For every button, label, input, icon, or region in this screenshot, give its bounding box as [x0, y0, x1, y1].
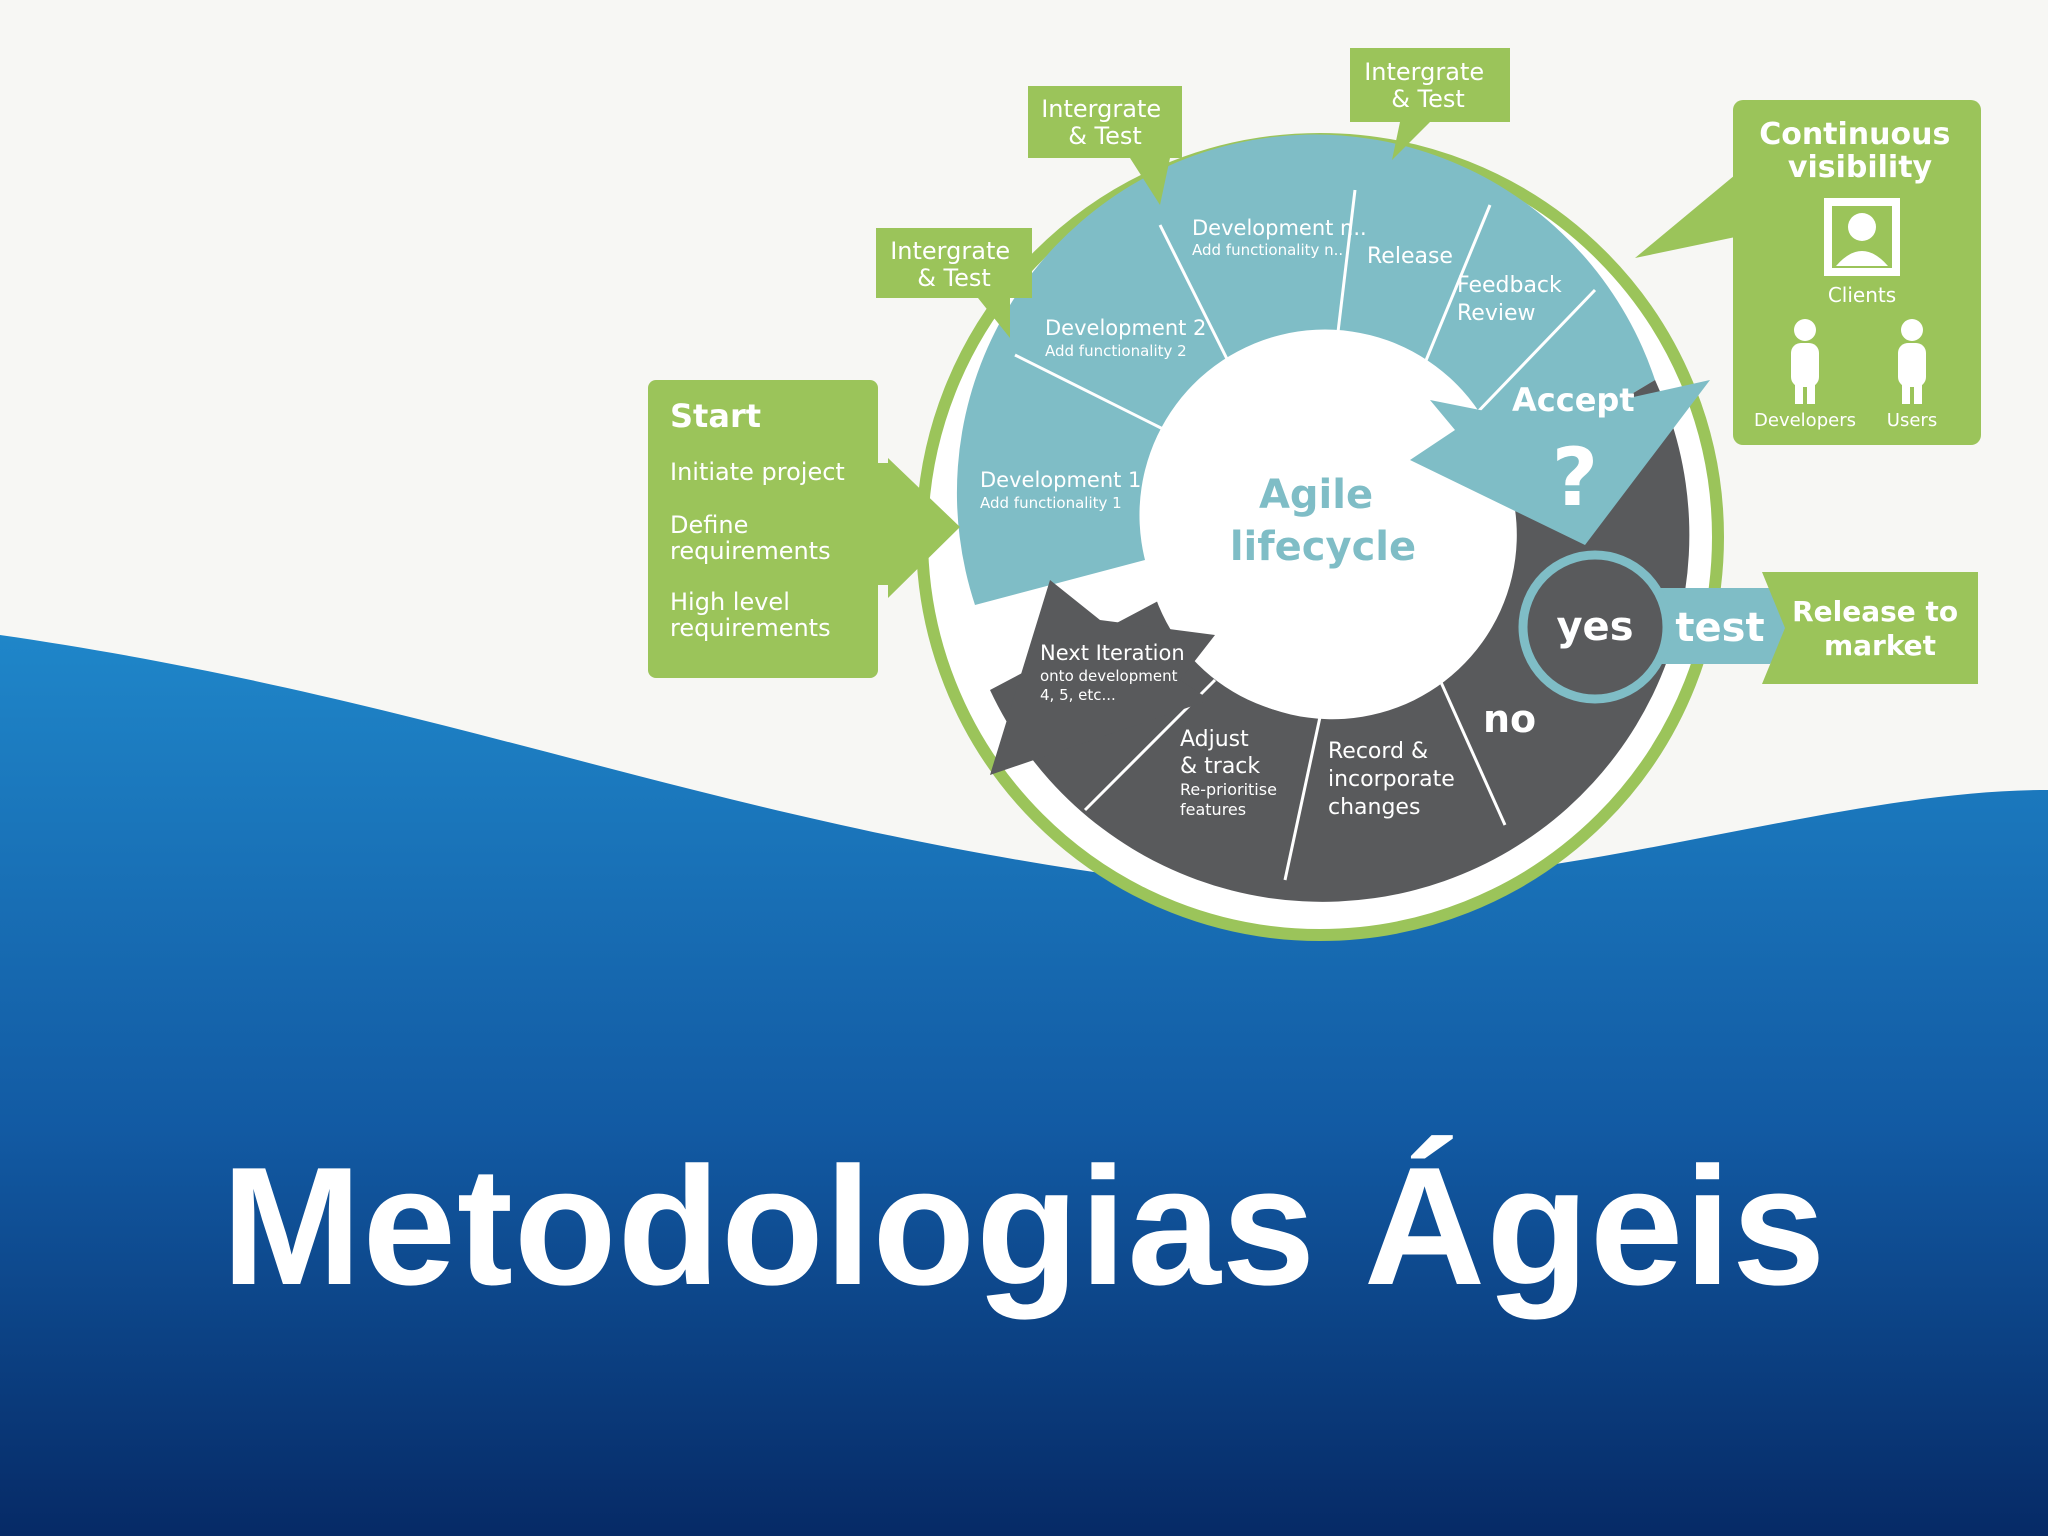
svg-text:Intergrate & Test: Intergrate & Test [1364, 58, 1492, 113]
devn-sub: Add functionality n.. [1192, 241, 1343, 259]
next-iteration-title: Next Iteration [1040, 641, 1185, 665]
clients-icon [1824, 198, 1900, 276]
record-label: Record & incorporate changes [1328, 739, 1462, 820]
visibility-callout-pointer [1635, 175, 1745, 258]
accept-label: Accept [1512, 381, 1635, 419]
dev1-title: Development 1 [980, 468, 1141, 492]
yes-label: yes [1556, 604, 1633, 650]
release-label: Release [1367, 244, 1453, 269]
adjust-sub: Re-prioritise features [1180, 780, 1282, 819]
start-heading: Start [670, 397, 761, 435]
accept-arrow [1410, 380, 1710, 545]
adjust-label: Adjust & track [1180, 727, 1260, 779]
dev2-title: Development 2 [1045, 316, 1206, 340]
developers-label: Developers [1754, 410, 1856, 431]
integrate-test-tag-1: Intergrate & Test [876, 228, 1032, 338]
clients-label: Clients [1828, 283, 1896, 307]
svg-text:Intergrate & Test: Intergrate & Test [890, 237, 1018, 292]
yes-circle [1518, 550, 1672, 704]
slide-title: Metodologias Ágeis [221, 1132, 1827, 1320]
agile-lifecycle-diagram: Agile lifecycle Development 1 Add functi… [648, 48, 1981, 941]
devn-title: Development n.. [1192, 216, 1367, 240]
developers-icon [1791, 319, 1819, 404]
integrate-test-tag-2: Intergrate & Test [1028, 86, 1182, 205]
dev2-sub: Add functionality 2 [1045, 342, 1187, 360]
start-item-initiate: Initiate project [670, 458, 845, 486]
center-label: Agile lifecycle [1230, 472, 1416, 570]
dark-ring-sector [990, 380, 1690, 902]
test-label: test [1675, 605, 1764, 651]
no-label: no [1483, 697, 1536, 741]
feedback-label: Feedback Review [1457, 273, 1569, 326]
next-iteration-arrow [990, 580, 1215, 775]
users-icon [1898, 319, 1926, 404]
accept-question-mark: ? [1552, 431, 1598, 524]
blue-wave-background [0, 635, 2048, 1536]
teal-ring-sector [956, 134, 1655, 605]
svg-text:Intergrate & Test: Intergrate & Test [1041, 95, 1169, 150]
start-item-define: Define requirements [670, 511, 831, 565]
release-to-market-box [1762, 572, 1978, 684]
segment-dividers [1014, 189, 1597, 881]
test-arrow [1640, 588, 1800, 664]
start-box [648, 380, 878, 678]
dev1-sub: Add functionality 1 [980, 494, 1122, 512]
next-iteration-sub: onto development 4, 5, etc... [1040, 667, 1182, 704]
center-hub [1145, 357, 1505, 717]
integrate-test-tag-3: Intergrate & Test [1350, 48, 1510, 160]
start-item-high-level: High level requirements [670, 588, 831, 642]
release-to-market-label: Release to market [1792, 595, 1968, 662]
users-label: Users [1887, 410, 1937, 431]
visibility-heading: Continuous visibility [1759, 117, 1961, 185]
start-arrow [870, 458, 960, 598]
